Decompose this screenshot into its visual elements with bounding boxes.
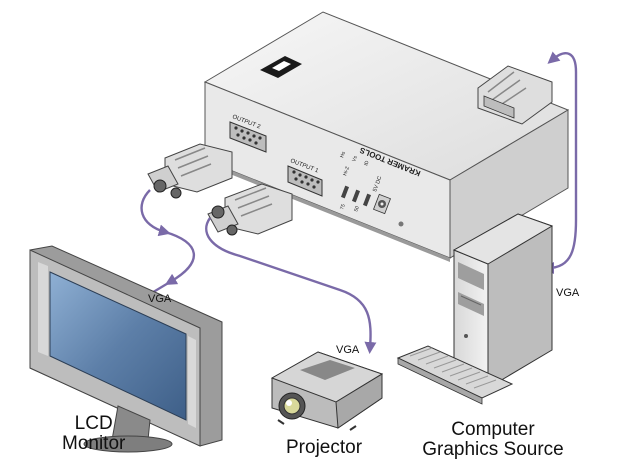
vga-label-monitor: VGA <box>148 293 172 305</box>
power-label: 5V DC <box>372 175 383 192</box>
output-1-port <box>287 165 323 197</box>
cable-from-computer <box>542 51 578 274</box>
computer-label-line1: Computer <box>451 419 535 440</box>
power-jack <box>373 193 391 215</box>
lcd-label-line1: LCD <box>74 413 113 434</box>
sw-label-id: ID <box>363 160 370 167</box>
vga-connector-output-2 <box>147 143 233 199</box>
output-2-port <box>229 121 267 153</box>
vga-label-projector: VGA <box>336 344 360 356</box>
cable-to-projector <box>205 217 377 354</box>
vga-connector-output-1 <box>207 183 293 236</box>
computer-keyboard <box>396 345 514 405</box>
projector-label: Projector <box>286 437 363 458</box>
kramer-logo <box>260 56 302 78</box>
status-led <box>398 221 404 227</box>
sw-label-75: 75 <box>339 203 347 210</box>
projector <box>270 351 384 431</box>
lcd-label-line2: Monitor <box>62 432 126 454</box>
dip-switch-bank: Hs Vs ID Hi-Z 50 75 <box>339 150 372 213</box>
computer-label-line2: Graphics Source <box>422 438 564 460</box>
sw-label-50: 50 <box>353 205 361 212</box>
lcd-monitor-label: LCD Monitor <box>62 414 125 454</box>
computer-tower <box>452 213 554 389</box>
sw-label-hiz: Hi-Z <box>342 166 351 177</box>
lcd-monitor <box>29 245 223 453</box>
vga-label-computer: VGA <box>556 287 580 299</box>
cable-to-lcd <box>134 189 195 304</box>
computer-label: Computer Graphics Source <box>398 420 588 460</box>
sw-label-vs: Vs <box>351 155 359 163</box>
sw-label-hs: Hs <box>339 150 347 158</box>
